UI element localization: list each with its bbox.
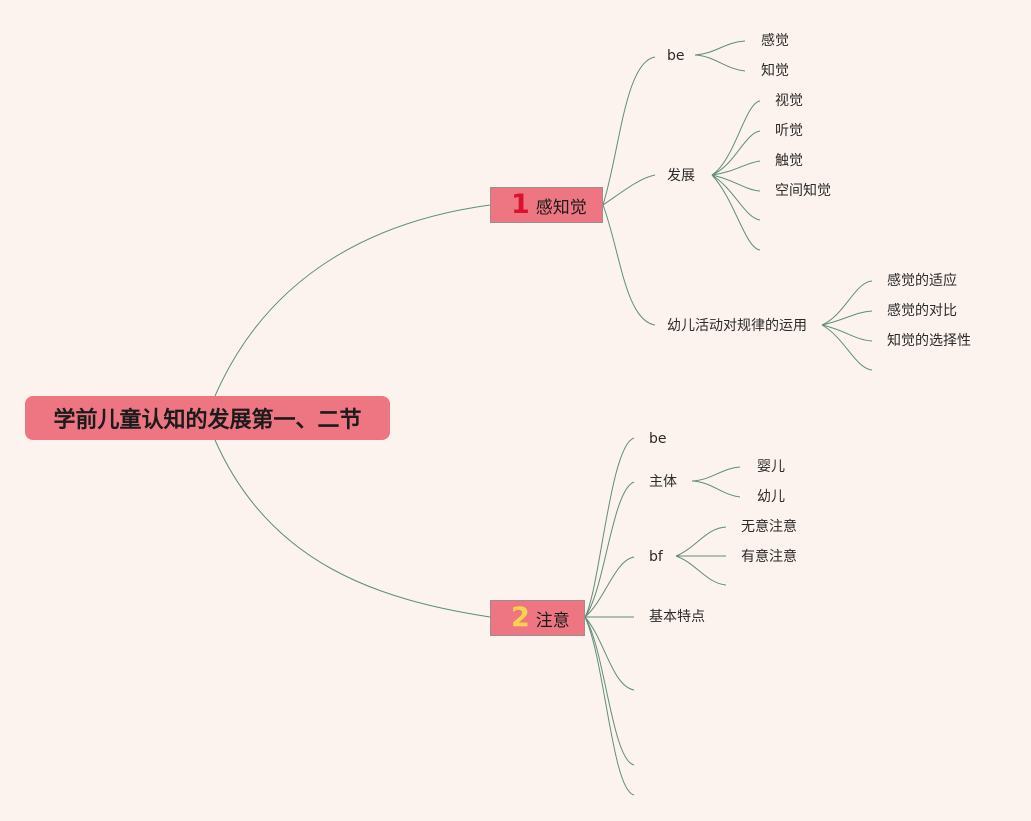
number-one-icon: 1 [511,189,530,220]
link-dev-empty2 [711,174,761,251]
link-act-adapt [821,280,873,326]
link-attention-bf [584,556,635,618]
node-sensory-adaptation[interactable]: 感觉的适应 [887,273,957,289]
branch-attention-node[interactable]: 2 注意 [490,600,585,636]
link-attention-be [584,437,635,618]
link-attention-empty2 [584,616,635,766]
node-perceptual-selectivity[interactable]: 知觉的选择性 [887,333,971,349]
branch-perception-node[interactable]: 1 感知觉 [490,187,603,223]
link-perception-development [602,174,656,206]
link-act-contrast [821,310,873,326]
link-bf-empty [675,555,727,586]
node-attention-be[interactable]: be [649,431,667,447]
node-activity-rules[interactable]: 幼儿活动对规律的运用 [667,318,807,334]
node-subject[interactable]: 主体 [649,474,677,490]
node-spatial-perception[interactable]: 空间知觉 [775,183,831,199]
link-bf-involuntary [675,526,727,557]
node-sensory-contrast[interactable]: 感觉的对比 [887,303,957,319]
number-two-icon: 2 [511,602,530,633]
node-touch[interactable]: 触觉 [775,153,803,169]
link-dev-visual [711,100,761,176]
node-perception[interactable]: 知觉 [761,63,789,79]
node-bf[interactable]: bf [649,549,663,565]
link-root-perception [214,204,491,397]
node-hearing[interactable]: 听觉 [775,123,803,139]
root-node[interactable]: 学前儿童认知的发展第一、二节 [25,396,390,440]
node-development[interactable]: 发展 [667,168,695,184]
node-sensation[interactable]: 感觉 [761,33,789,49]
link-root-attention [214,439,491,618]
link-perception-activity [602,204,656,326]
link-dev-hearing [711,130,761,176]
branch-attention-label: 注意 [535,610,570,631]
link-act-empty [821,324,873,371]
link-attention-subject [584,481,635,618]
node-visual[interactable]: 视觉 [775,93,803,109]
link-subject-infant [691,466,741,482]
node-basic-features[interactable]: 基本特点 [649,609,705,625]
link-subject-child [691,480,741,498]
link-perception-be [602,56,656,206]
link-dev-touch [711,160,761,176]
node-voluntary-attention[interactable]: 有意注意 [741,549,797,565]
link-be-sensation [694,40,746,56]
node-be[interactable]: be [667,48,685,64]
link-be-perception [694,54,746,72]
node-involuntary-attention[interactable]: 无意注意 [741,519,797,535]
node-infant[interactable]: 婴儿 [757,459,785,475]
link-attention-empty3 [584,616,635,796]
link-act-select [821,324,873,342]
link-dev-space [711,174,761,192]
link-attention-empty1 [584,616,635,691]
link-dev-empty1 [711,174,761,221]
branch-perception-label: 感知觉 [535,197,587,218]
node-young-child[interactable]: 幼儿 [757,489,785,505]
